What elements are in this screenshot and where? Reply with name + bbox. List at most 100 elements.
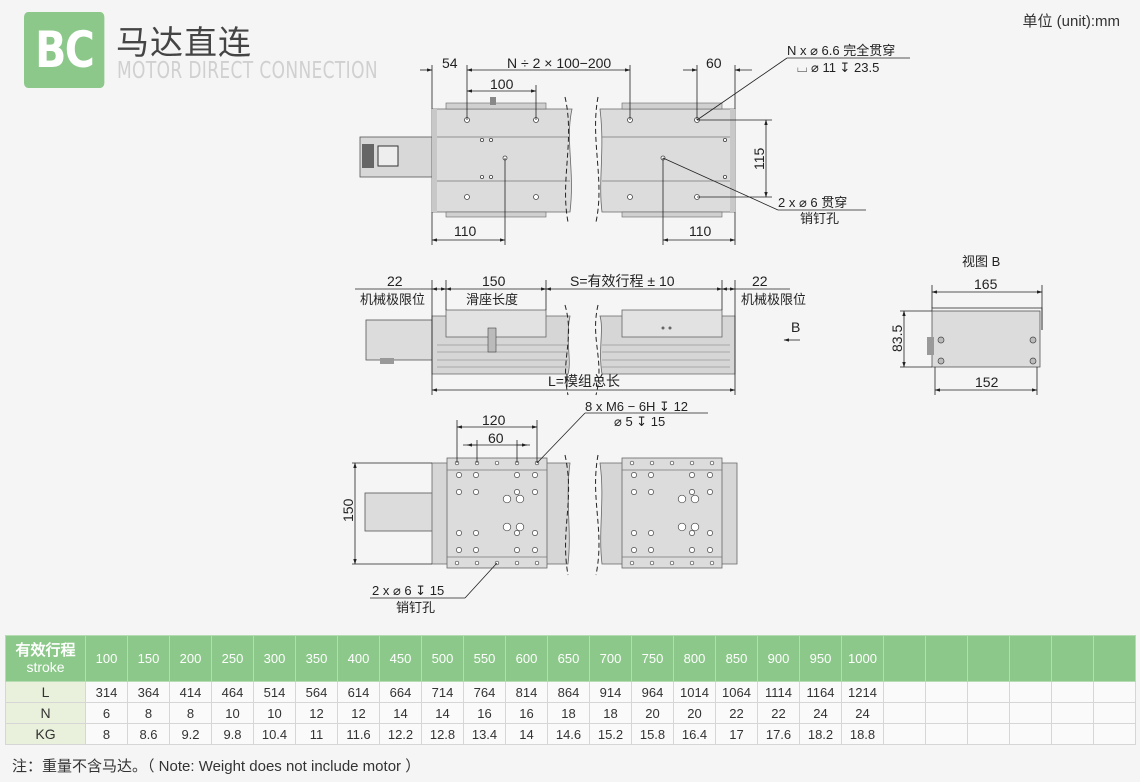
callout-threaded-holes: 8 x M6 − 6H ↧ 12 <box>585 399 688 414</box>
callout-through-holes: N x ⌀ 6.6 完全贯穿 <box>787 43 895 58</box>
table-cell: 14 <box>505 723 548 745</box>
table-cell: 364 <box>127 681 170 703</box>
table-cell <box>925 681 968 703</box>
view-b-arrow-label: B <box>791 319 800 335</box>
table-cell: 1114 <box>757 681 800 703</box>
dim-pitch: N ÷ 2 × 100−200 <box>507 55 611 71</box>
table-cell: 8 <box>169 702 212 724</box>
table-cell: 514 <box>253 681 296 703</box>
table-cell: 16.4 <box>673 723 716 745</box>
slider-view: 120 60 150 8 x M6 − 6H ↧ 12 ⌀ 5 ↧ 15 2 x… <box>340 399 738 615</box>
table-cell: 614 <box>337 681 380 703</box>
header-stroke-value <box>883 635 926 682</box>
table-cell: 22 <box>757 702 800 724</box>
table-cell: 12.2 <box>379 723 422 745</box>
header-stroke-cn: 有效行程 <box>15 641 76 659</box>
table-cell: 15.2 <box>589 723 632 745</box>
table-cell: 12 <box>295 702 338 724</box>
table-cell: 17 <box>715 723 758 745</box>
table-cell <box>1051 723 1094 745</box>
header-stroke-value: 1000 <box>841 635 884 682</box>
table-cell <box>1093 681 1136 703</box>
header-stroke-value: 450 <box>379 635 422 682</box>
table-cell: 14 <box>379 702 422 724</box>
table-cell: 22 <box>715 702 758 724</box>
table-cell: 1164 <box>799 681 842 703</box>
table-cell <box>1093 702 1136 724</box>
table-cell <box>967 702 1010 724</box>
table-cell: 414 <box>169 681 212 703</box>
technical-drawing: 54 N ÷ 2 × 100−200 60 100 115 110 110 N … <box>340 43 1043 615</box>
header-stroke-value <box>967 635 1010 682</box>
table-cell <box>883 681 926 703</box>
weight-note: 注：重量不含马达。（ Note: Weight does not include… <box>12 758 421 775</box>
table-cell: 1214 <box>841 681 884 703</box>
table-cell <box>883 723 926 745</box>
table-cell: 814 <box>505 681 548 703</box>
table-cell <box>967 681 1010 703</box>
table-cell: 564 <box>295 681 338 703</box>
table-cell <box>925 723 968 745</box>
dim-120: 120 <box>482 412 506 428</box>
header-stroke-value: 950 <box>799 635 842 682</box>
row-label: N <box>5 702 86 724</box>
view-b-title: 视图 B <box>962 254 1000 269</box>
table-cell: 15.8 <box>631 723 674 745</box>
table-cell: 664 <box>379 681 422 703</box>
table-cell: 6 <box>85 702 128 724</box>
table-cell: 864 <box>547 681 590 703</box>
table-cell: 17.6 <box>757 723 800 745</box>
dim-150-slider: 150 <box>340 498 356 522</box>
header-stroke-value: 100 <box>85 635 128 682</box>
table-cell: 10 <box>211 702 254 724</box>
table-cell: 314 <box>85 681 128 703</box>
header-stroke-value: 650 <box>547 635 590 682</box>
dim-83-5: 83.5 <box>889 325 905 352</box>
header-stroke-value: 600 <box>505 635 548 682</box>
table-cell: 16 <box>505 702 548 724</box>
table-cell: 14.6 <box>547 723 590 745</box>
row-label: L <box>5 681 86 703</box>
header-stroke-value: 400 <box>337 635 380 682</box>
callout-slider-pin-label: 销钉孔 <box>396 600 435 615</box>
table-cell: 964 <box>631 681 674 703</box>
table-cell <box>1009 702 1052 724</box>
table-cell: 14 <box>421 702 464 724</box>
table-cell <box>1009 723 1052 745</box>
header-stroke: 有效行程 stroke <box>5 635 86 682</box>
dim-100: 100 <box>490 76 514 92</box>
callout-slider-pin: 2 x ⌀ 6 ↧ 15 <box>372 583 444 598</box>
dim-stroke: S=有效行程 ± 10 <box>570 273 675 289</box>
table-cell: 10.4 <box>253 723 296 745</box>
header-stroke-en: stroke <box>26 658 65 675</box>
header-stroke-value: 700 <box>589 635 632 682</box>
dim-22-left: 22 <box>387 273 403 289</box>
header-stroke-value: 900 <box>757 635 800 682</box>
header-stroke-value <box>925 635 968 682</box>
callout-pin-hole: 2 x ⌀ 6 贯穿 <box>778 195 847 210</box>
table-cell: 12.8 <box>421 723 464 745</box>
header-stroke-value: 500 <box>421 635 464 682</box>
table-cell <box>967 723 1010 745</box>
label-right-limit: 机械极限位 <box>741 292 806 307</box>
table-cell <box>1051 681 1094 703</box>
table-cell <box>1051 702 1094 724</box>
header-stroke-value: 750 <box>631 635 674 682</box>
dim-110-left: 110 <box>454 223 477 239</box>
table-cell: 714 <box>421 681 464 703</box>
dim-115: 115 <box>751 147 767 170</box>
dim-22-right: 22 <box>752 273 768 289</box>
table-cell: 11 <box>295 723 338 745</box>
callout-counterbore: ⌴ ⌀ 11 ↧ 23.5 <box>797 60 879 75</box>
table-cell: 1014 <box>673 681 716 703</box>
side-view: 22 机械极限位 150 滑座长度 S=有效行程 ± 10 22 机械极限位 B… <box>355 273 806 396</box>
table-cell: 18 <box>589 702 632 724</box>
header-stroke-value: 250 <box>211 635 254 682</box>
table-cell: 8 <box>85 723 128 745</box>
label-slider-length: 滑座长度 <box>466 292 518 307</box>
section-title-cn: 马达直连 <box>116 23 252 62</box>
dim-152: 152 <box>975 374 999 390</box>
